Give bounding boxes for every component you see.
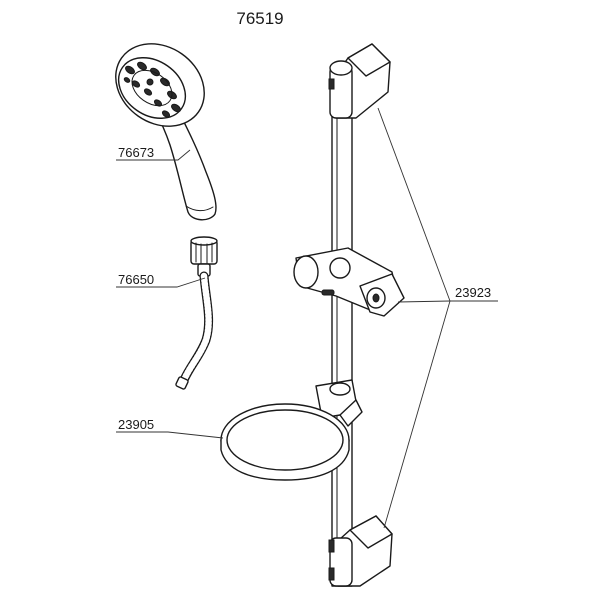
hand-shower-drawing <box>115 43 217 221</box>
part-number-shower-hose: 76650 <box>118 272 154 287</box>
leader-lines <box>116 107 498 529</box>
part-number-soap-dish: 23905 <box>118 417 154 432</box>
slide-rail-drawing <box>293 43 405 587</box>
soap-dish-drawing <box>220 399 363 481</box>
part-number-hand-shower: 76673 <box>118 145 154 160</box>
assembly-number: 76519 <box>236 9 283 28</box>
part-number-slide-rail-set: 23923 <box>455 285 491 300</box>
spray-face-nozzles <box>123 61 181 118</box>
shower-hose-drawing <box>175 236 218 390</box>
